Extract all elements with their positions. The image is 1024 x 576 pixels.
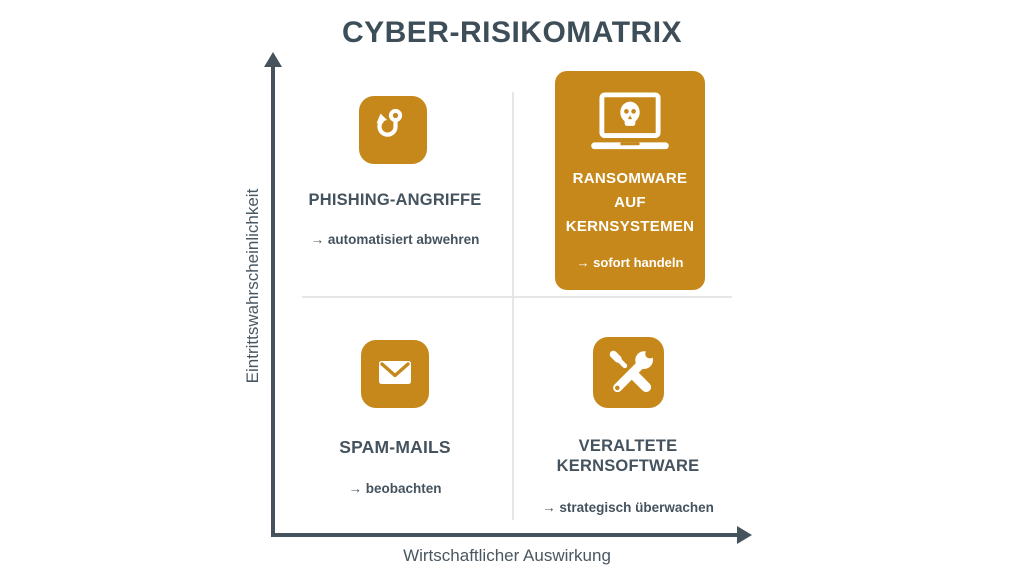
- skull-laptop-icon: [583, 91, 677, 155]
- page-title: CYBER-RISIKOMATRIX: [341, 16, 683, 49]
- quadrant-divider-vertical: [512, 92, 514, 520]
- fish-hook-icon: [369, 104, 417, 157]
- spam-title: SPAM-MAILS: [339, 437, 451, 457]
- x-axis-arrow-icon: [737, 526, 752, 544]
- tools-icon: [604, 345, 654, 400]
- y-axis-label: Eintrittswahrscheinlichkeit: [243, 188, 262, 384]
- ransomware-title-line1: RANSOMWARE: [572, 170, 688, 187]
- x-axis-line: [271, 533, 739, 537]
- ransomware-title-line2: AUF: [614, 194, 646, 211]
- y-axis-arrow-icon: [264, 52, 282, 67]
- phishing-title: PHISHING-ANGRIFFE: [308, 191, 482, 209]
- ransomware-action: → sofort handeln: [576, 255, 684, 270]
- tools-title-line2: KERNSOFTWARE: [556, 457, 700, 475]
- spam-action: → beobachten: [348, 481, 442, 496]
- x-axis-label: Wirtschaftlicher Auswirkung: [403, 546, 611, 565]
- ransomware-title-line3: KERNSYSTEMEN: [565, 218, 695, 235]
- envelope-icon: [371, 348, 419, 401]
- tools-title: VERALTETE KERNSOFTWARE: [518, 436, 738, 476]
- phishing-tile: [359, 96, 427, 164]
- spam-tile: [361, 340, 429, 408]
- phishing-action: → automatisiert abwehren: [310, 232, 480, 247]
- tools-title-line1: VERALTETE: [578, 437, 678, 455]
- ransomware-title: RANSOMWARE AUF KERNSYSTEMEN: [566, 167, 695, 239]
- ransomware-card: RANSOMWARE AUF KERNSYSTEMEN → sofort han…: [555, 71, 705, 290]
- quadrant-divider-horizontal: [302, 296, 732, 298]
- y-axis-line: [271, 64, 275, 535]
- tools-tile: [593, 337, 664, 408]
- tools-action: → strategisch überwachen: [542, 500, 714, 515]
